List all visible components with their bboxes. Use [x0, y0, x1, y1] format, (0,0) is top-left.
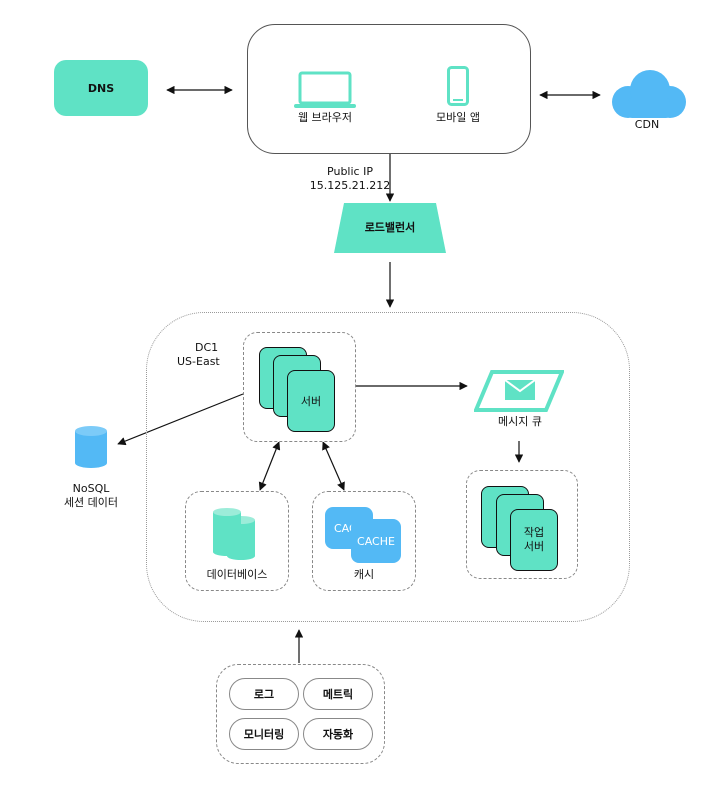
- datacenter-region: US-East: [177, 355, 220, 368]
- automation-button[interactable]: 자동화: [303, 718, 373, 750]
- tools-group: 로그 메트릭 모니터링 자동화: [216, 664, 385, 764]
- mobile-app-label: 모바일 앱: [436, 111, 480, 124]
- web-server-label: 서버: [300, 395, 322, 408]
- arrow-server-nosql: [117, 393, 244, 446]
- cloud-icon: [612, 70, 686, 118]
- public-ip-address: 15.125.21.212: [309, 179, 391, 192]
- worker-server-line1: 작업: [523, 526, 545, 539]
- dns-box: DNS: [54, 60, 148, 116]
- clients-box: 웹 브라우저 모바일 앱: [247, 24, 531, 154]
- cache-card-front: CACHE: [351, 519, 401, 563]
- cache-group: CACHE CACHE 캐시: [312, 491, 416, 591]
- server-card-front: 서버: [287, 370, 335, 432]
- worker-server-line2: 서버: [523, 540, 545, 553]
- nosql-sublabel: 세션 데이터: [63, 496, 119, 509]
- monitoring-button[interactable]: 모니터링: [229, 718, 299, 750]
- cdn-label: CDN: [634, 118, 660, 131]
- datacenter-name: DC1: [195, 341, 219, 354]
- metrics-button[interactable]: 메트릭: [303, 678, 373, 710]
- phone-icon: [447, 66, 469, 106]
- web-server-group: 서버: [243, 332, 356, 442]
- cache-label: 캐시: [353, 568, 375, 581]
- nosql-label: NoSQL: [72, 482, 110, 495]
- worker-server-group: 작업 서버: [466, 470, 578, 579]
- datacenter-boundary: [146, 312, 630, 622]
- public-ip-label: Public IP: [327, 165, 373, 178]
- database-cylinder-icon: [213, 508, 255, 560]
- nosql-cylinder-icon: [75, 426, 107, 468]
- logs-button[interactable]: 로그: [229, 678, 299, 710]
- load-balancer-shape: [334, 203, 446, 253]
- load-balancer-label: 로드밸런서: [364, 221, 416, 234]
- dns-label: DNS: [87, 81, 115, 95]
- message-queue-label: 메시지 큐: [498, 415, 542, 428]
- laptop-icon: [294, 71, 356, 108]
- database-label: 데이터베이스: [206, 568, 268, 581]
- worker-card-front: 작업 서버: [510, 509, 558, 571]
- envelope-icon: [505, 380, 535, 400]
- web-browser-label: 웹 브라우저: [297, 111, 353, 124]
- arrow-server-db: [258, 441, 281, 491]
- database-group: 데이터베이스: [185, 491, 289, 591]
- arrow-server-cache: [322, 441, 345, 491]
